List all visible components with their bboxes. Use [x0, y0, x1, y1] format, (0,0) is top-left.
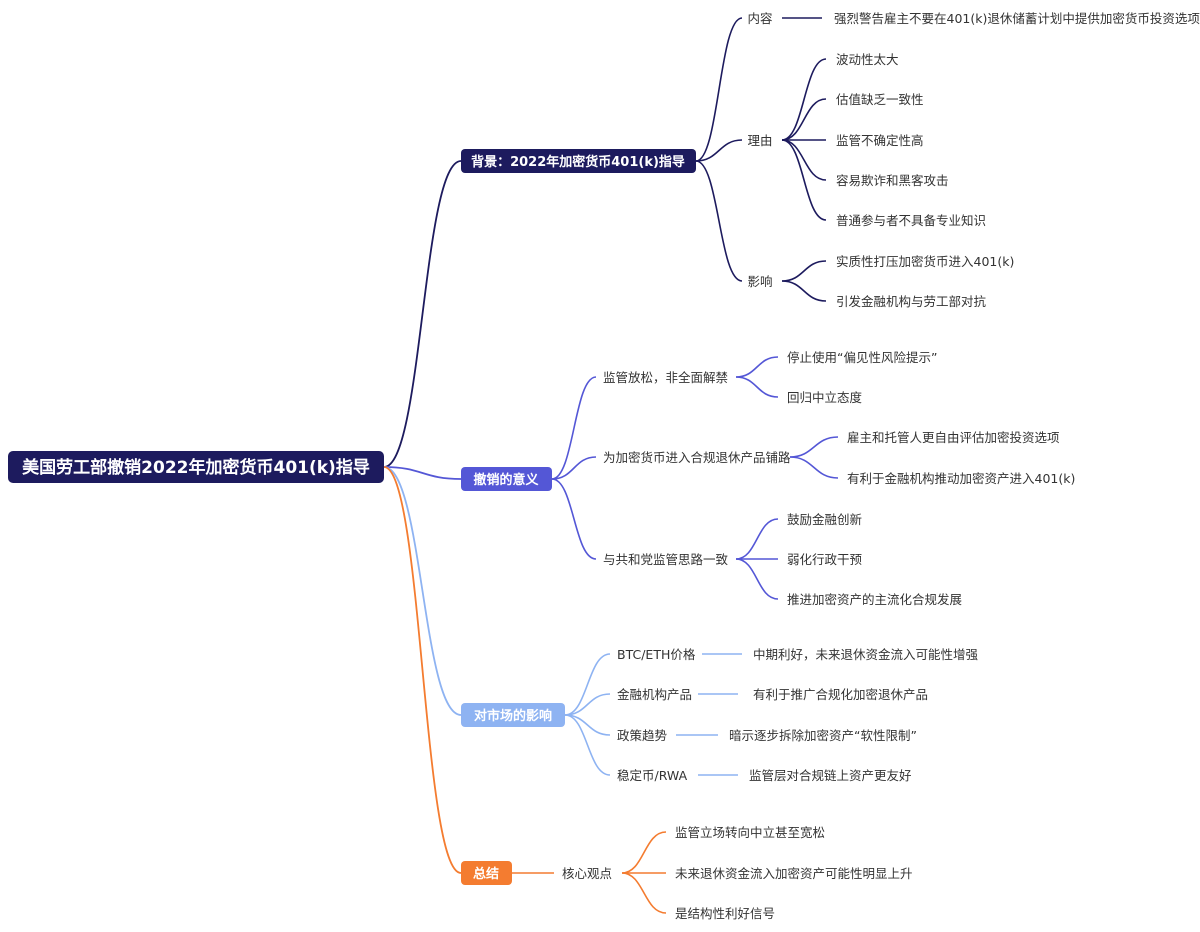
branch-market-box: [461, 703, 565, 727]
reason-item[interactable]: 容易欺诈和黑客攻击: [836, 173, 949, 188]
market-item-detail[interactable]: 监管层对合规链上资产更友好: [749, 768, 912, 783]
branch-significance-label: 撤销的意义: [473, 472, 539, 488]
connector-line: [781, 260, 827, 282]
significance-group-label[interactable]: 与共和党监管思路一致: [603, 552, 729, 567]
connector-line: [551, 456, 597, 480]
connector-line: [564, 714, 611, 776]
branch-background[interactable]: 背景：2022年加密货币401(k)指导: [461, 149, 696, 173]
connector-lines: [383, 17, 839, 914]
branch-significance-box: [461, 467, 552, 491]
background-content-label[interactable]: 内容: [747, 11, 772, 26]
branch-summary[interactable]: 总结: [461, 861, 512, 885]
significance-item[interactable]: 雇主和托管人更自由评估加密投资选项: [847, 430, 1060, 445]
branch-summary-box: [461, 861, 512, 885]
connector-line: [695, 17, 743, 162]
branch-significance[interactable]: 撤销的意义: [461, 467, 552, 491]
reason-item[interactable]: 波动性太大: [836, 52, 899, 67]
significance-group-label[interactable]: 为加密货币进入合规退休产品铺路: [603, 450, 791, 465]
connector-line: [551, 478, 597, 560]
summary-core-label[interactable]: 核心观点: [562, 866, 612, 881]
reason-item[interactable]: 估值缺乏一致性: [836, 92, 924, 107]
significance-item[interactable]: 推进加密资产的主流化合规发展: [787, 592, 962, 607]
market-item-detail[interactable]: 暗示逐步拆除加密资产“软性限制”: [729, 728, 917, 743]
branch-summary-label: 总结: [473, 866, 499, 882]
market-item-detail[interactable]: 中期利好，未来退休资金流入可能性增强: [753, 647, 979, 662]
connector-line: [383, 466, 462, 716]
connector-line: [735, 376, 779, 398]
background-content-detail[interactable]: 强烈警告雇主不要在401(k)退休储蓄计划中提供加密货币投资选项: [834, 11, 1200, 26]
connector-line: [383, 466, 462, 874]
market-item-label[interactable]: 政策趋势: [617, 728, 668, 743]
branch-market[interactable]: 对市场的影响: [461, 703, 565, 727]
connector-line: [789, 456, 839, 479]
summary-item[interactable]: 监管立场转向中立甚至宽松: [675, 825, 825, 840]
market-item-label[interactable]: BTC/ETH价格: [617, 647, 696, 662]
connector-line: [695, 160, 743, 282]
impact-item[interactable]: 实质性打压加密货币进入401(k): [836, 254, 1014, 269]
connector-line: [383, 466, 462, 480]
impact-item[interactable]: 引发金融机构与劳工部对抗: [836, 294, 987, 309]
connector-line: [781, 58, 827, 141]
significance-item[interactable]: 弱化行政干预: [787, 552, 862, 567]
branch-background-label: 背景：2022年加密货币401(k)指导: [471, 154, 685, 170]
connector-line: [781, 139, 827, 181]
connector-line: [621, 831, 667, 874]
market-item-label[interactable]: 稳定币/RWA: [617, 768, 688, 783]
background-reasons-label[interactable]: 理由: [747, 133, 772, 148]
connector-line: [564, 653, 611, 716]
significance-item[interactable]: 有利于金融机构推动加密资产进入401(k): [847, 471, 1075, 486]
reason-item[interactable]: 普通参与者不具备专业知识: [836, 213, 986, 228]
summary-item[interactable]: 未来退休资金流入加密资产可能性明显上升: [675, 866, 913, 881]
significance-item[interactable]: 停止使用“偏见性风险提示”: [787, 350, 937, 365]
connector-line: [621, 872, 667, 914]
connector-line: [781, 139, 827, 221]
root-title: 美国劳工部撤销2022年加密货币401(k)指导: [22, 457, 370, 478]
significance-item[interactable]: 鼓励金融创新: [787, 512, 862, 527]
connector-line: [735, 356, 779, 378]
connector-line: [735, 558, 779, 600]
connector-line: [789, 436, 839, 458]
connector-line: [735, 518, 779, 560]
branch-market-label: 对市场的影响: [474, 708, 552, 724]
root-node-box: [8, 451, 384, 483]
significance-item[interactable]: 回归中立态度: [787, 390, 863, 405]
root-node[interactable]: 美国劳工部撤销2022年加密货币401(k)指导: [8, 451, 384, 483]
connector-line: [695, 139, 743, 162]
branch-background-box: [461, 149, 696, 173]
connector-line: [564, 693, 611, 716]
connector-line: [781, 280, 827, 302]
connector-line: [383, 160, 462, 468]
background-impact-label[interactable]: 影响: [747, 274, 772, 289]
connector-line: [551, 376, 597, 480]
market-item-label[interactable]: 金融机构产品: [617, 687, 692, 702]
market-item-detail[interactable]: 有利于推广合规化加密退休产品: [753, 687, 928, 702]
reason-item[interactable]: 监管不确定性高: [836, 133, 924, 148]
connector-line: [781, 98, 827, 141]
summary-item[interactable]: 是结构性利好信号: [675, 906, 775, 921]
significance-group-label[interactable]: 监管放松，非全面解禁: [603, 370, 728, 385]
